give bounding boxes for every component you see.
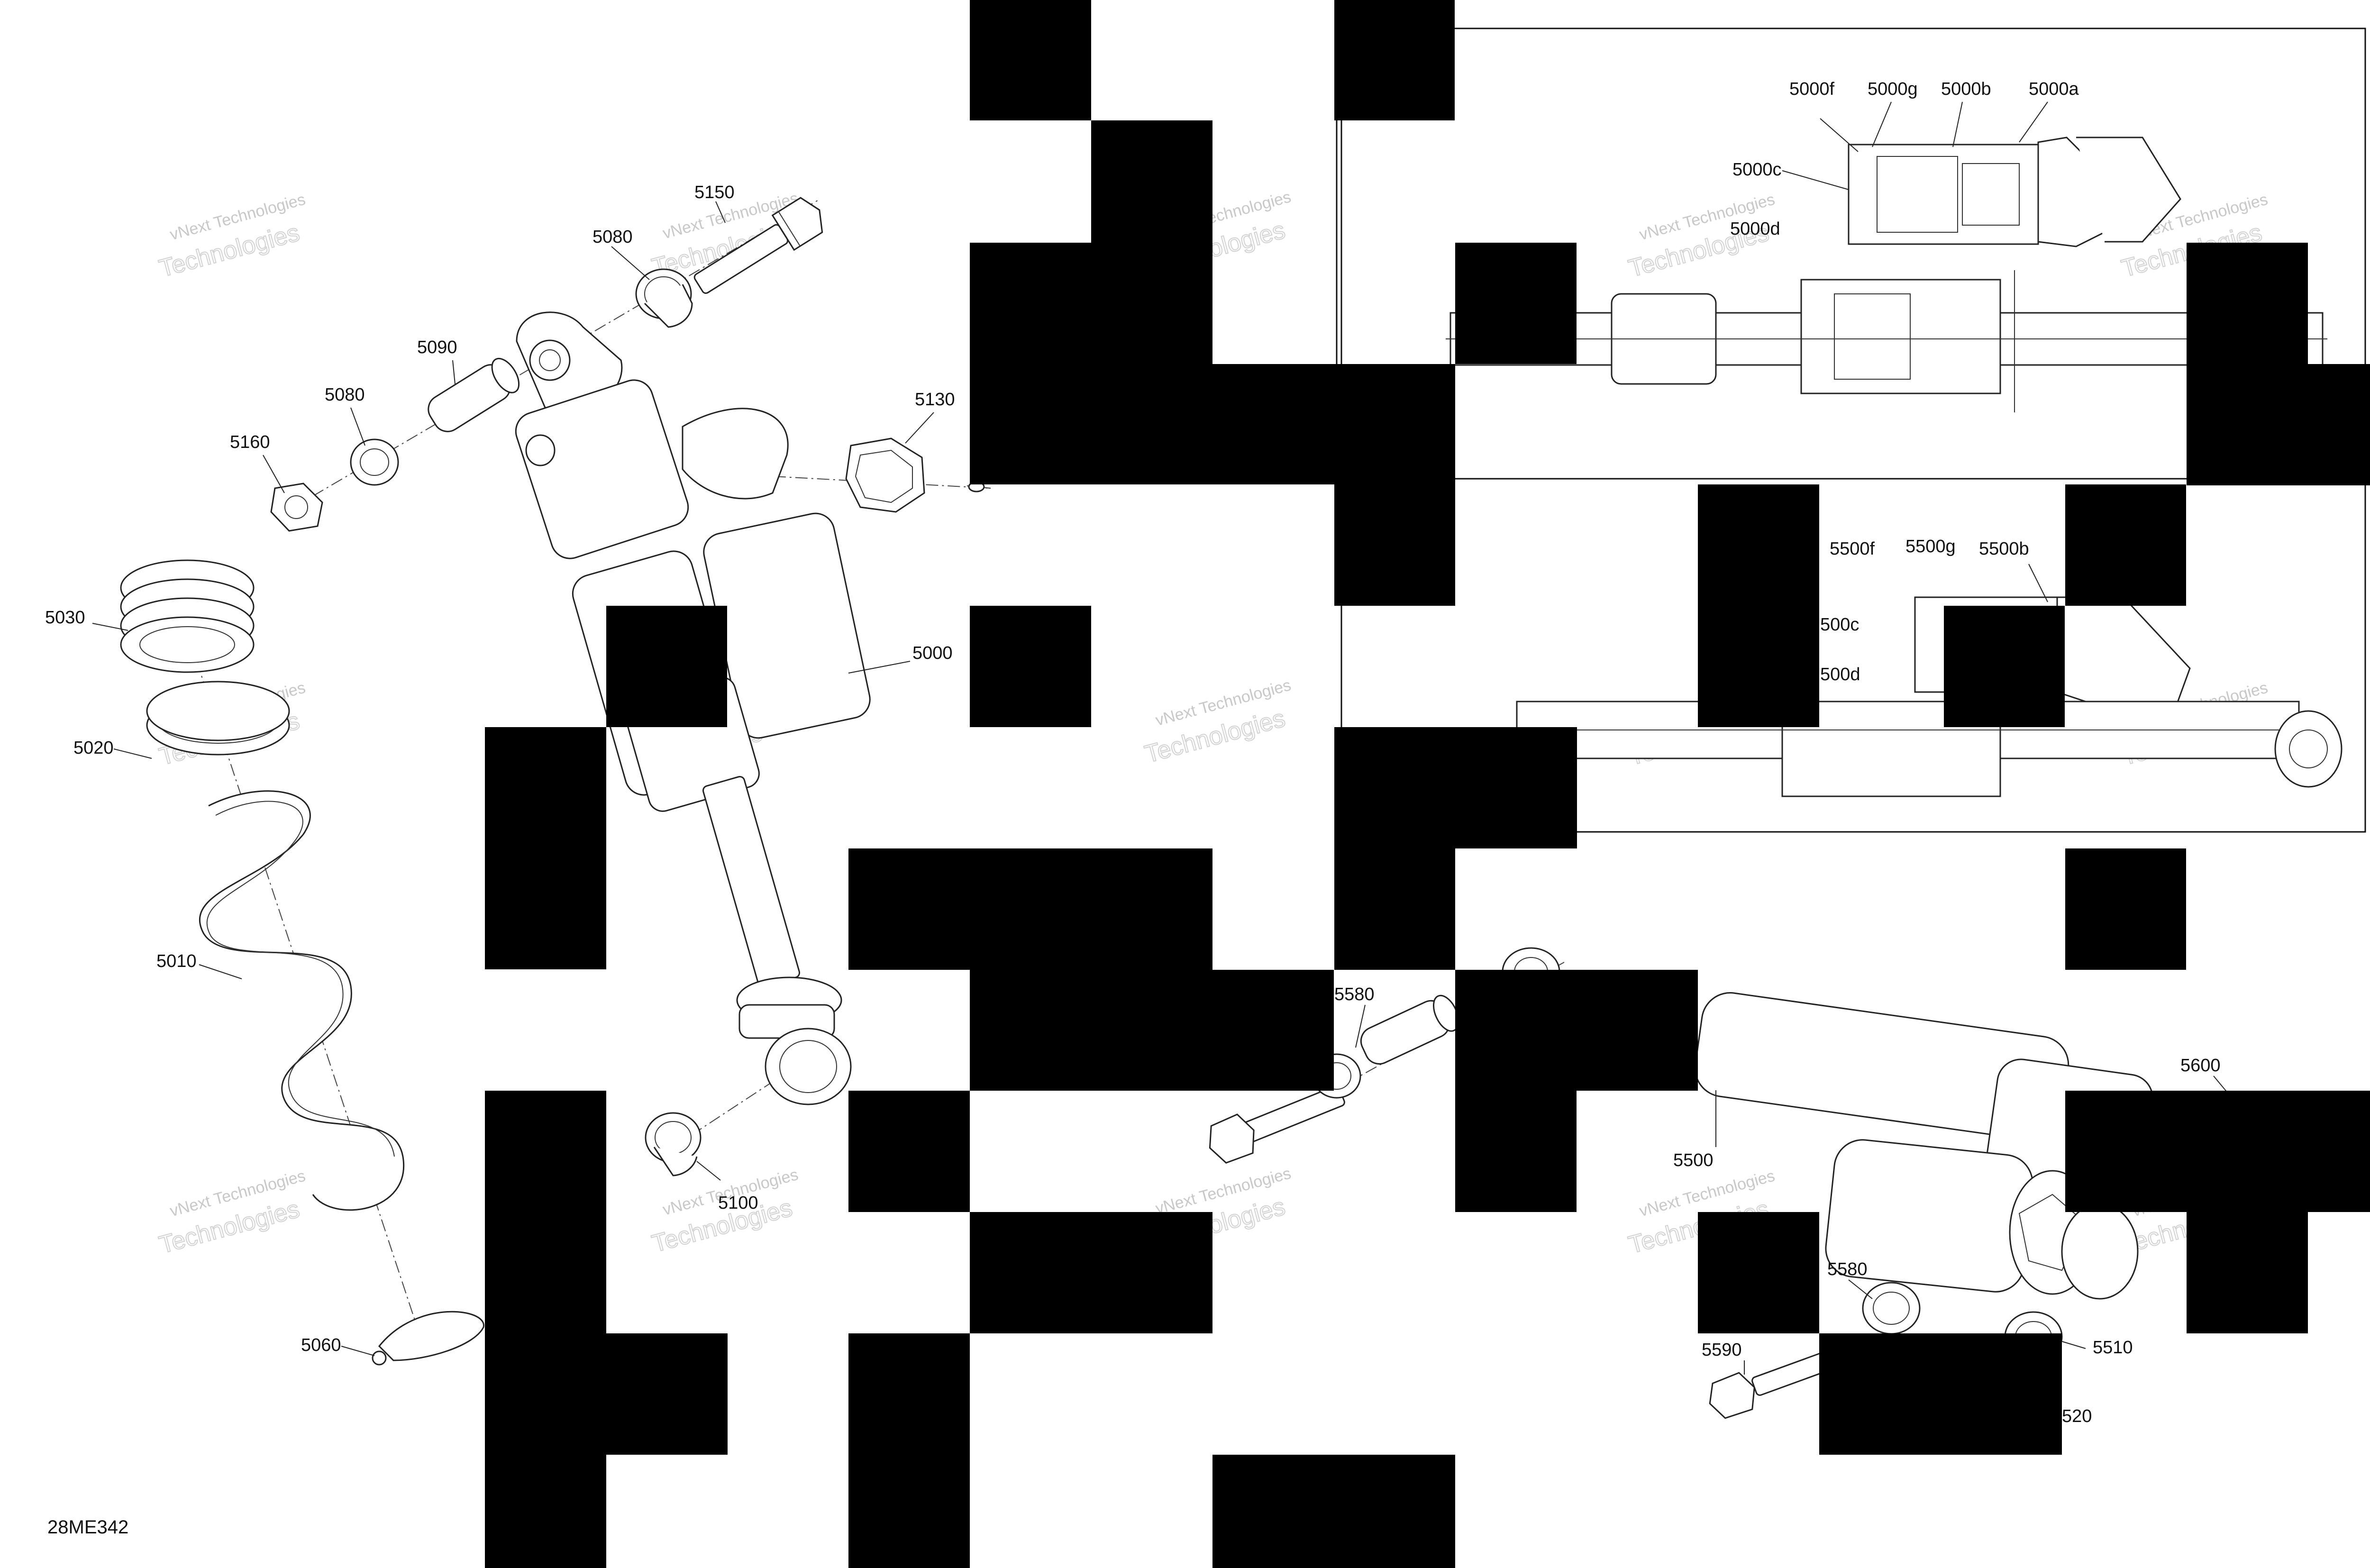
callout-5580-lower: 5580 xyxy=(1827,1259,1868,1279)
callout-5080-lower: 5080 xyxy=(325,385,365,405)
callout-5000: 5000 xyxy=(912,643,953,663)
callout-5500b: 5500b xyxy=(1979,539,2029,559)
callout-labels: 5150 5080 5090 5080 5160 5130 5030 5000 … xyxy=(45,79,2221,1426)
bushing-5580-lower xyxy=(1862,1282,1921,1335)
callout-5010: 5010 xyxy=(156,951,197,971)
callout-5520: 520 xyxy=(2062,1406,2092,1426)
callout-5130: 5130 xyxy=(915,390,955,410)
callout-5590: 5590 xyxy=(1702,1340,1742,1360)
clip-5060 xyxy=(372,1311,484,1366)
callout-5100: 5100 xyxy=(718,1193,758,1213)
sleeve-5580 xyxy=(1360,994,1459,1065)
callout-5500g: 5500g xyxy=(1905,537,1956,556)
callout-5080-upper: 5080 xyxy=(592,227,633,247)
coil-spring-5010 xyxy=(199,790,405,1211)
nut-5160 xyxy=(270,483,323,532)
bushing-5080-lower xyxy=(350,438,399,486)
callout-5090: 5090 xyxy=(417,337,457,357)
bolt-5150 xyxy=(693,197,823,294)
callout-5020: 5020 xyxy=(73,738,114,758)
ring-5020 xyxy=(146,681,290,756)
axis-line xyxy=(293,199,820,508)
bushing-5080-upper xyxy=(635,268,693,328)
callout-5000d: 5000d xyxy=(1730,219,1780,239)
detail-box-5000 xyxy=(1336,27,2366,480)
callout-5500c: 500c xyxy=(1820,615,1859,635)
callout-5500: 5500 xyxy=(1673,1150,1714,1170)
diagram-code: 28ME342 xyxy=(47,1517,128,1538)
callout-5500d: 500d xyxy=(1820,665,1860,684)
bushing-5100 xyxy=(645,1112,702,1176)
callout-5500f: 5500f xyxy=(1830,539,1875,559)
callout-5580-upper: 5580 xyxy=(1334,985,1375,1004)
front-shock-exploded-view xyxy=(120,197,991,1366)
callout-5000f: 5000f xyxy=(1789,79,1835,99)
adjuster-knob-5130 xyxy=(845,438,991,513)
rear-shock-absorber-5500 xyxy=(1694,992,2153,1419)
callout-5000c: 5000c xyxy=(1732,160,1782,180)
callout-5000b: 5000b xyxy=(1941,79,1991,99)
callout-5060: 5060 xyxy=(301,1335,341,1355)
callout-5510: 5510 xyxy=(2093,1338,2133,1358)
spring-seat-5030 xyxy=(120,559,255,673)
callout-5600: 5600 xyxy=(2180,1056,2221,1076)
callout-5030: 5030 xyxy=(45,608,85,628)
callout-5000a: 5000a xyxy=(2029,79,2079,99)
callout-5000g: 5000g xyxy=(1868,79,1918,99)
redaction-masks xyxy=(485,0,2370,1568)
callout-5160: 5160 xyxy=(230,432,270,452)
callout-5150: 5150 xyxy=(694,182,735,202)
sleeve-5090 xyxy=(428,357,520,432)
